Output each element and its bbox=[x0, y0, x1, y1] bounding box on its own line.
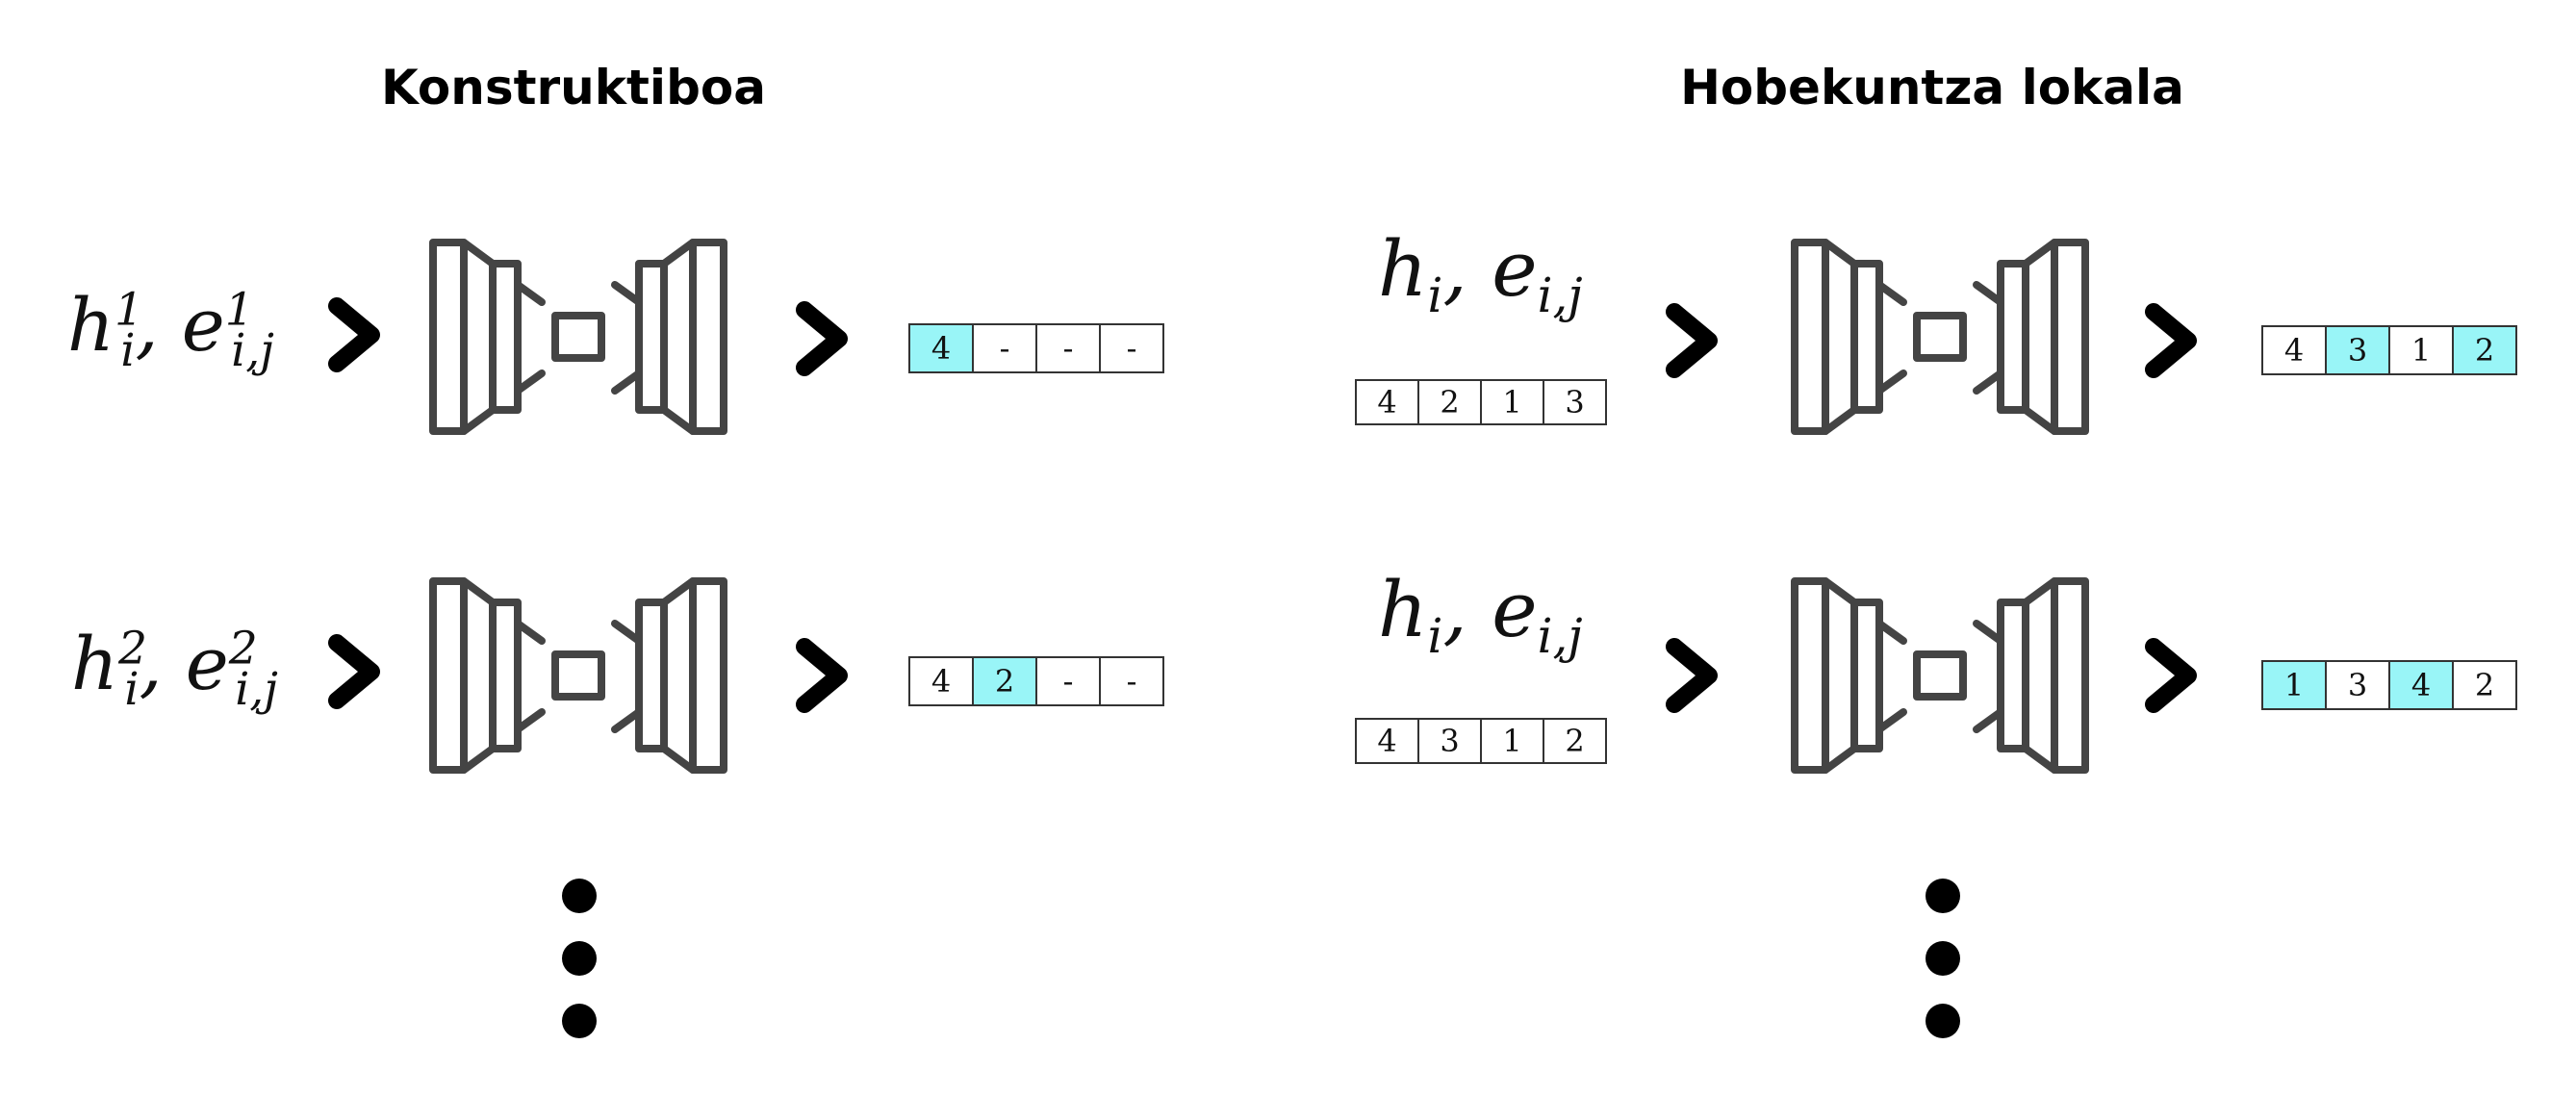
input-expression: h1i, e1i,j bbox=[67, 282, 274, 378]
vertical-ellipsis-icon bbox=[1924, 879, 1962, 1066]
sequence-cell: 2 bbox=[2454, 327, 2515, 373]
chevron-right-icon bbox=[1666, 303, 1718, 378]
encoder-decoder-icon bbox=[429, 239, 727, 435]
input-expression: h2i, e2i,j bbox=[71, 621, 278, 717]
sequence-cell: 3 bbox=[1419, 720, 1482, 762]
chevron-right-icon bbox=[2145, 303, 2197, 378]
chevron-right-icon bbox=[1666, 638, 1718, 713]
chevron-right-icon bbox=[796, 638, 848, 713]
input-sequence: 4 3 1 2 bbox=[1355, 718, 1607, 764]
sequence-cell: - bbox=[1101, 325, 1162, 371]
chevron-right-icon bbox=[328, 297, 380, 372]
sequence-cell: 4 bbox=[1357, 720, 1419, 762]
sequence-cell: 2 bbox=[2454, 662, 2515, 708]
sequence-cell: - bbox=[974, 325, 1037, 371]
chevron-right-icon bbox=[2145, 638, 2197, 713]
sequence-cell: 4 bbox=[1357, 381, 1419, 423]
sequence-cell: 3 bbox=[1544, 381, 1605, 423]
title-constructive: Konstruktiboa bbox=[381, 60, 766, 115]
chevron-right-icon bbox=[796, 301, 848, 376]
vertical-ellipsis-icon bbox=[560, 879, 599, 1066]
sequence-cell: 1 bbox=[1482, 381, 1544, 423]
title-local-improvement: Hobekuntza lokala bbox=[1680, 60, 2184, 115]
output-sequence: 4 2 - - bbox=[908, 656, 1164, 706]
sequence-cell: 4 bbox=[910, 325, 974, 371]
sequence-cell: - bbox=[1037, 658, 1101, 704]
input-expression: hi, ei,j bbox=[1378, 565, 1583, 664]
encoder-decoder-icon bbox=[429, 577, 727, 774]
sequence-cell: 4 bbox=[2263, 327, 2327, 373]
sequence-cell: 4 bbox=[910, 658, 974, 704]
sequence-cell: - bbox=[1101, 658, 1162, 704]
input-expression: hi, ei,j bbox=[1378, 224, 1583, 323]
sequence-cell: 1 bbox=[2263, 662, 2327, 708]
sequence-cell: 2 bbox=[974, 658, 1037, 704]
encoder-decoder-icon bbox=[1791, 577, 2089, 774]
encoder-decoder-icon bbox=[1791, 239, 2089, 435]
output-sequence: 4 3 1 2 bbox=[2261, 325, 2517, 375]
sequence-cell: 1 bbox=[1482, 720, 1544, 762]
chevron-right-icon bbox=[328, 634, 380, 709]
output-sequence: 4 - - - bbox=[908, 323, 1164, 373]
sequence-cell: - bbox=[1037, 325, 1101, 371]
output-sequence: 1 3 4 2 bbox=[2261, 660, 2517, 710]
input-sequence: 4 2 1 3 bbox=[1355, 379, 1607, 425]
sequence-cell: 1 bbox=[2390, 327, 2454, 373]
sequence-cell: 3 bbox=[2327, 662, 2390, 708]
sequence-cell: 2 bbox=[1419, 381, 1482, 423]
sequence-cell: 2 bbox=[1544, 720, 1605, 762]
sequence-cell: 4 bbox=[2390, 662, 2454, 708]
sequence-cell: 3 bbox=[2327, 327, 2390, 373]
